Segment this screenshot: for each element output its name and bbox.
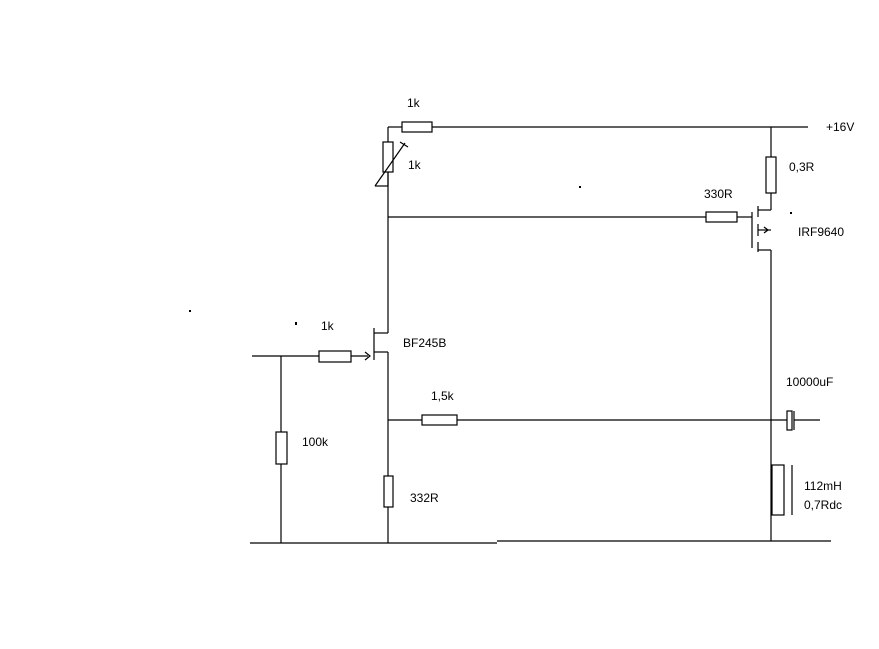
- potentiometer-1k: [374, 141, 409, 187]
- resistor-0-3r: [765, 156, 777, 194]
- resistor-100k: [275, 431, 288, 465]
- capacitor-10000uf: [786, 410, 795, 431]
- label-r-gate-fet: 330R: [704, 187, 733, 201]
- inductor-112mh: [771, 464, 793, 516]
- label-supply: +16V: [826, 120, 854, 134]
- stray-dot: [295, 322, 297, 325]
- stray-dot: [579, 186, 581, 188]
- resistor-332r: [383, 475, 394, 508]
- label-capacitor: 10000uF: [786, 375, 833, 389]
- label-r-pot: 1k: [408, 158, 422, 172]
- labels: +16V 1k 1k 330R 0,3R IRF9640 BF245B 1k 1…: [302, 96, 854, 512]
- label-mosfet: IRF9640: [798, 225, 844, 239]
- label-inductor-resistance: 0,7Rdc: [804, 498, 842, 512]
- stray-dot: [189, 310, 191, 312]
- label-r-bias: 100k: [302, 435, 329, 449]
- label-r-source: 0,3R: [789, 160, 815, 174]
- wires: [250, 126, 831, 544]
- label-r-feedback: 1,5k: [431, 389, 455, 403]
- label-r-jfet-source: 332R: [410, 491, 439, 505]
- resistor-1k-input: [318, 350, 352, 363]
- resistor-330r: [705, 211, 738, 223]
- jfet-bf245b: [364, 328, 375, 361]
- resistor-1k-top: [401, 121, 433, 133]
- mosfet-irf9640: [751, 206, 792, 252]
- label-r-input: 1k: [321, 319, 335, 333]
- label-inductor-value: 112mH: [804, 479, 842, 493]
- label-r-top: 1k: [407, 96, 421, 110]
- label-jfet: BF245B: [403, 336, 446, 350]
- resistor-1-5k: [421, 414, 458, 426]
